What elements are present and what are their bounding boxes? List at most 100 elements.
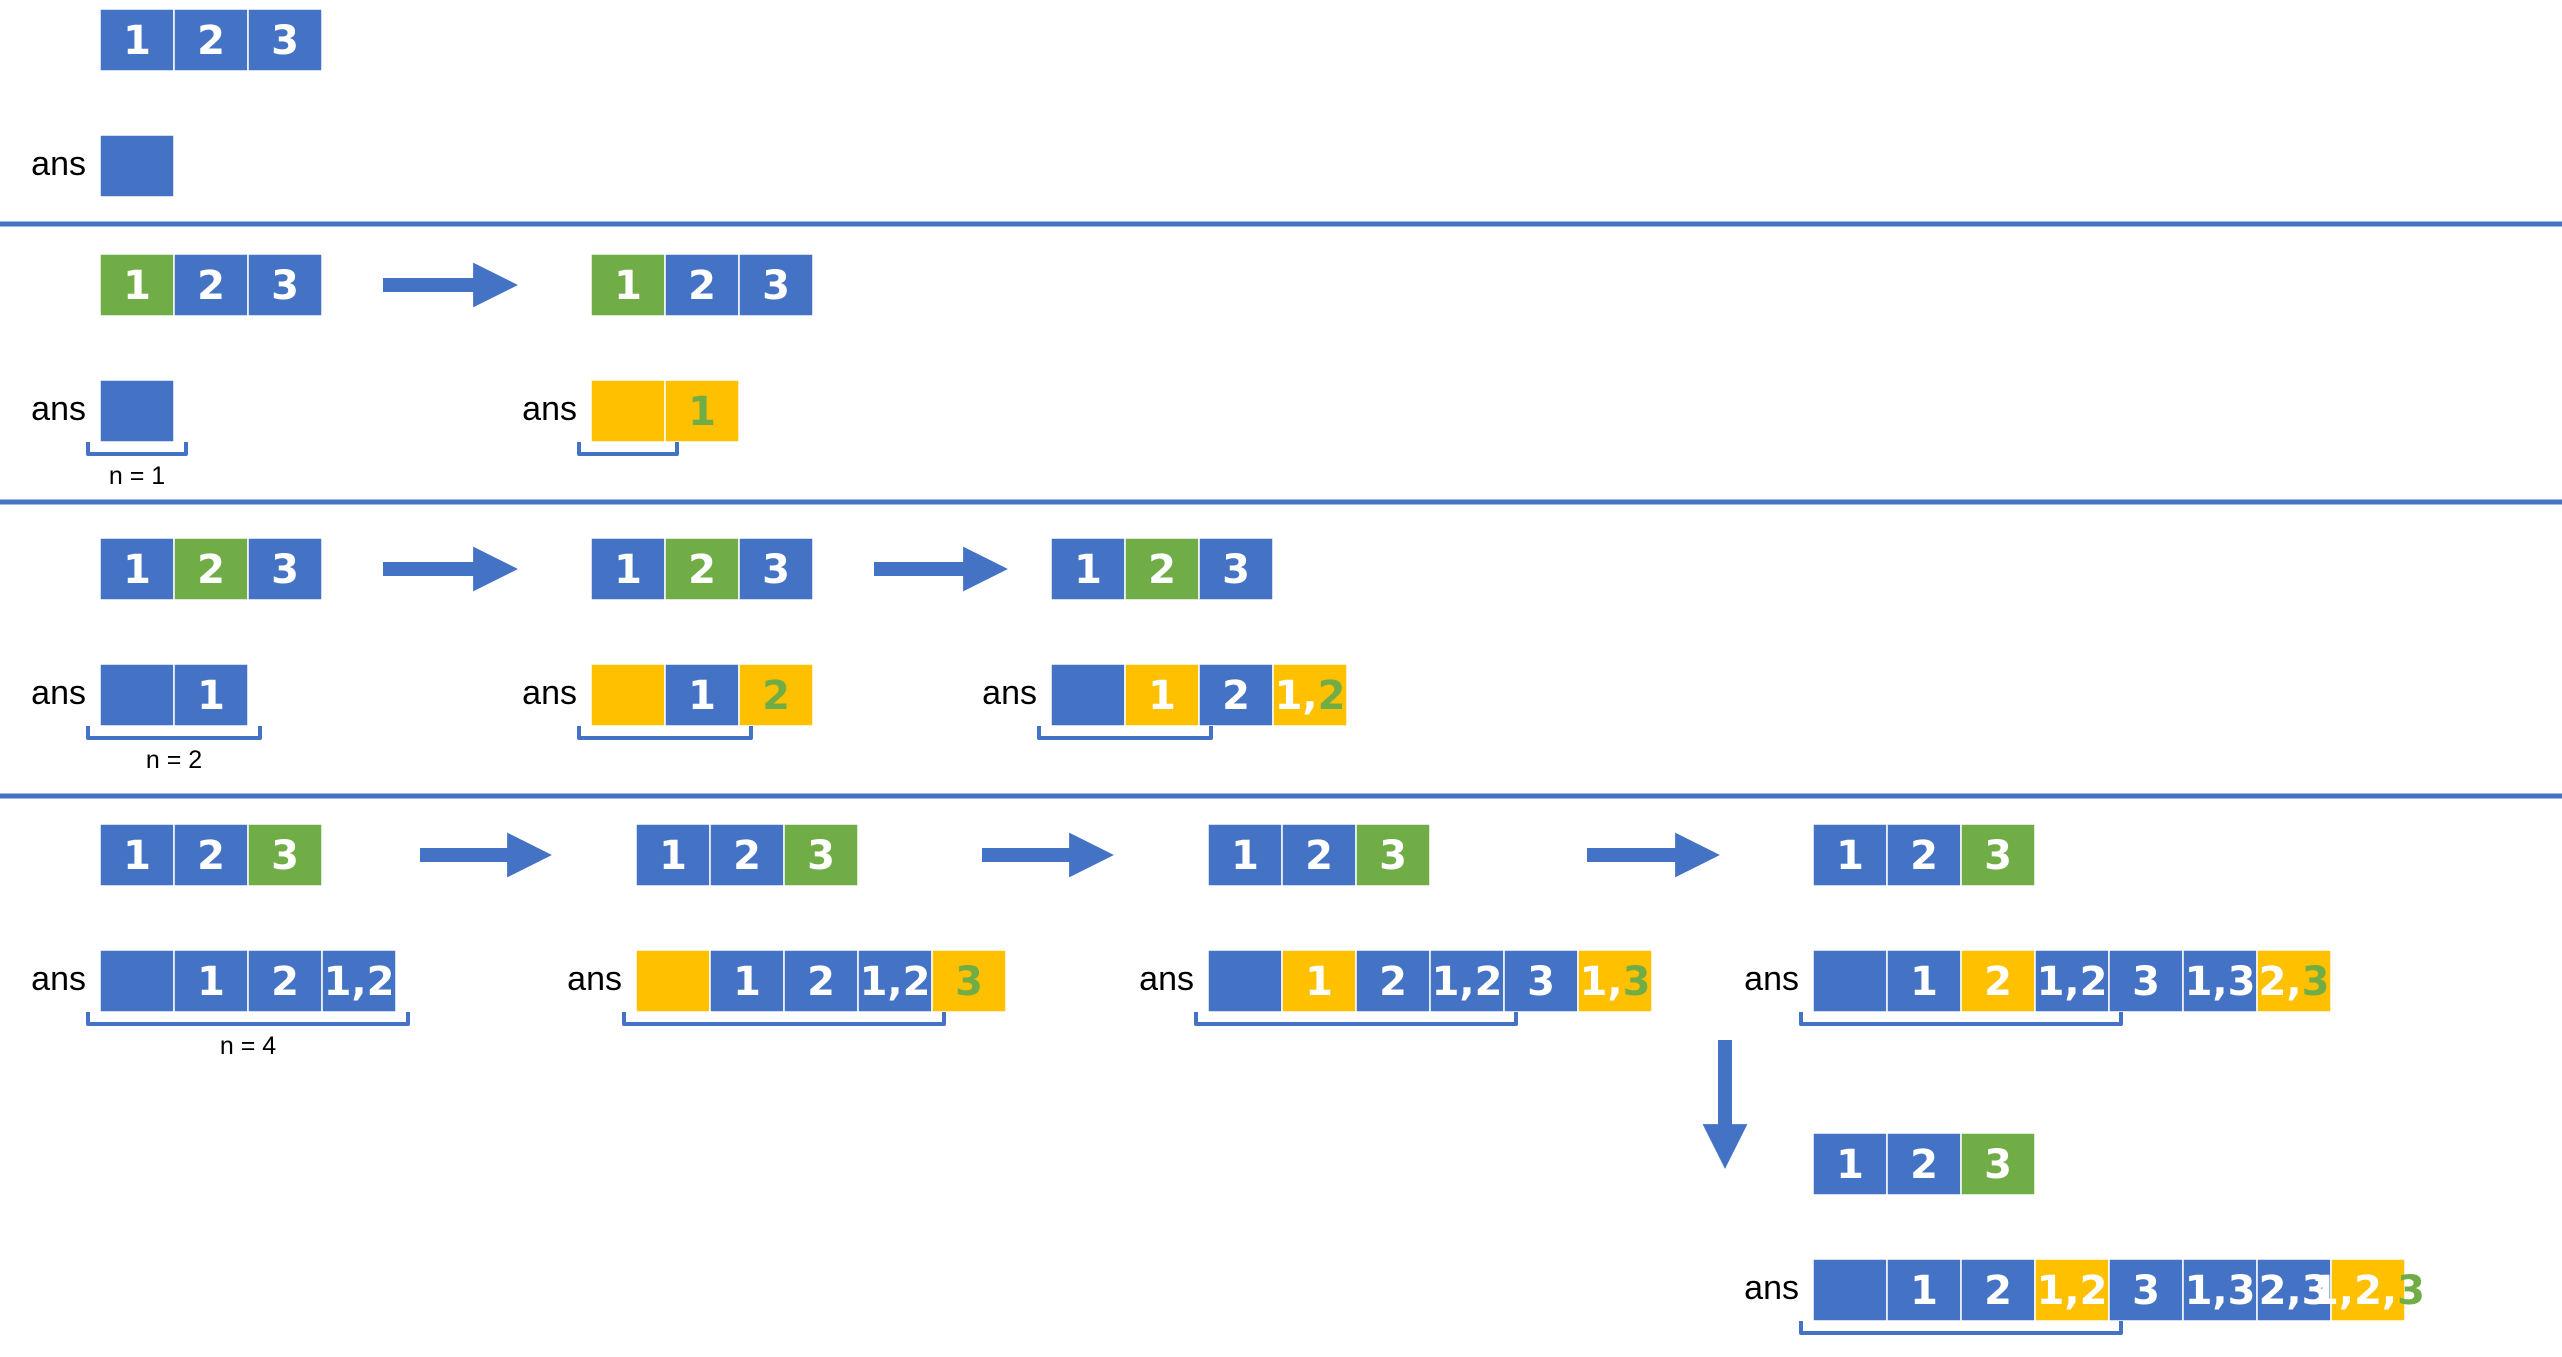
n-bracket — [577, 442, 679, 456]
input-cell-label-part: 2 — [1148, 547, 1176, 593]
ans-cell: 2 — [1960, 949, 2036, 1013]
ans-label: ans — [1744, 1269, 1799, 1307]
ans-cell: 1 — [1886, 949, 1962, 1013]
ans-cell-label-part: 3 — [1527, 959, 1555, 1005]
ans-cell — [590, 663, 666, 727]
n-bracket — [622, 1012, 946, 1026]
ans-cell: 1 — [1281, 949, 1357, 1013]
input-cell-box — [1960, 823, 2036, 887]
ans-cell: 3 — [931, 949, 1007, 1013]
ans-cell: 1,2 — [1272, 663, 1348, 727]
input-cell-box — [1355, 823, 1431, 887]
n-label: n = 2 — [146, 746, 202, 774]
input-cell-box — [173, 8, 249, 72]
ans-cell-label: 1 — [197, 959, 225, 1005]
ans-cell-label: 1 — [1910, 959, 1938, 1005]
ans-cell: 1 — [664, 379, 740, 443]
ans-cell-label: 2 — [807, 959, 835, 1005]
ans-cell-label-part: 3 — [2132, 959, 2160, 1005]
input-cell: 3 — [1960, 1132, 2036, 1196]
input-cell-label-part: 1 — [1074, 547, 1102, 593]
ans-cell-box — [2108, 949, 2184, 1013]
n-bracket — [577, 726, 753, 740]
input-cell-box — [1886, 1132, 1962, 1196]
input-cell-label: 2 — [197, 263, 225, 309]
ans-cell-label: 1 — [1148, 673, 1176, 719]
input-cell: 1 — [1207, 823, 1283, 887]
input-cell-box — [173, 823, 249, 887]
input-cell-label: 3 — [271, 833, 299, 879]
input-cell-box — [738, 537, 814, 601]
ans-cell-label: 1,2 — [1432, 959, 1503, 1005]
input-cell-box — [247, 253, 323, 317]
input-cell: 3 — [783, 823, 859, 887]
input-cell: 2 — [1886, 1132, 1962, 1196]
input-cell: 3 — [1355, 823, 1431, 887]
input-cell: 3 — [1198, 537, 1274, 601]
input-cell-label-part: 3 — [762, 263, 790, 309]
input-cell: 2 — [664, 537, 740, 601]
input-cell-box — [635, 823, 711, 887]
input-cell: 2 — [173, 823, 249, 887]
ans-cell-label-part: 2,3 — [2259, 1268, 2330, 1314]
ans-cell-label-part: 3 — [2132, 1268, 2160, 1314]
ans-cell-label: 1,3 — [2185, 1268, 2256, 1314]
input-cell: 1 — [590, 253, 666, 317]
ans-cell: 1,3 — [2182, 1258, 2258, 1322]
input-cell-label-part: 2 — [197, 833, 225, 879]
ans-cell-box — [738, 663, 814, 727]
input-cell-label-part: 1 — [614, 263, 642, 309]
input-cell-label-part: 2 — [688, 263, 716, 309]
ans-cell-label-part: 1,2 — [1432, 959, 1503, 1005]
ans-cell-label-part: 2 — [762, 673, 790, 719]
input-cell: 2 — [173, 537, 249, 601]
input-cell: 1 — [99, 8, 175, 72]
input-cell-label-part: 3 — [807, 833, 835, 879]
input-cell: 2 — [173, 253, 249, 317]
input-cell-box — [709, 823, 785, 887]
ans-cell-label-part: 2 — [1984, 959, 2012, 1005]
input-cell-label: 3 — [271, 18, 299, 64]
input-cell-label: 2 — [197, 833, 225, 879]
ans-cell-box — [1960, 1258, 2036, 1322]
input-cell-label: 3 — [1984, 1142, 2012, 1188]
ans-cell-label: 3 — [1527, 959, 1555, 1005]
ans-cell-label: 1 — [733, 959, 761, 1005]
input-cell-box — [590, 253, 666, 317]
ans-cell-box — [1272, 663, 1348, 727]
ans-cell-label-part: 3 — [955, 959, 983, 1005]
ans-cell: 2 — [1960, 1258, 2036, 1322]
input-cell-label-part: 1 — [614, 547, 642, 593]
input-cell: 1 — [635, 823, 711, 887]
input-cell-label: 1 — [1074, 547, 1102, 593]
input-cell-label: 1 — [659, 833, 687, 879]
ans-cell-label: 3 — [2132, 959, 2160, 1005]
input-cell-label: 1 — [614, 263, 642, 309]
n-bracket — [1799, 1321, 2123, 1335]
ans-cell-box — [590, 663, 666, 727]
ans-cell-label-part: 2, — [2259, 959, 2302, 1005]
ans-cell-label: 2 — [1379, 959, 1407, 1005]
n-label: n = 4 — [220, 1032, 276, 1060]
input-cell: 1 — [99, 537, 175, 601]
ans-cell: 1,3 — [1577, 949, 1653, 1013]
ans-cell-box — [99, 379, 175, 443]
ans-cell-label: 1,2 — [2037, 1268, 2108, 1314]
input-cell-label: 1 — [123, 833, 151, 879]
input-cell: 3 — [738, 537, 814, 601]
ans-cell-box — [1503, 949, 1579, 1013]
ans-cell: 1 — [1886, 1258, 1962, 1322]
input-cell-box — [173, 253, 249, 317]
input-cell-label: 2 — [1148, 547, 1176, 593]
